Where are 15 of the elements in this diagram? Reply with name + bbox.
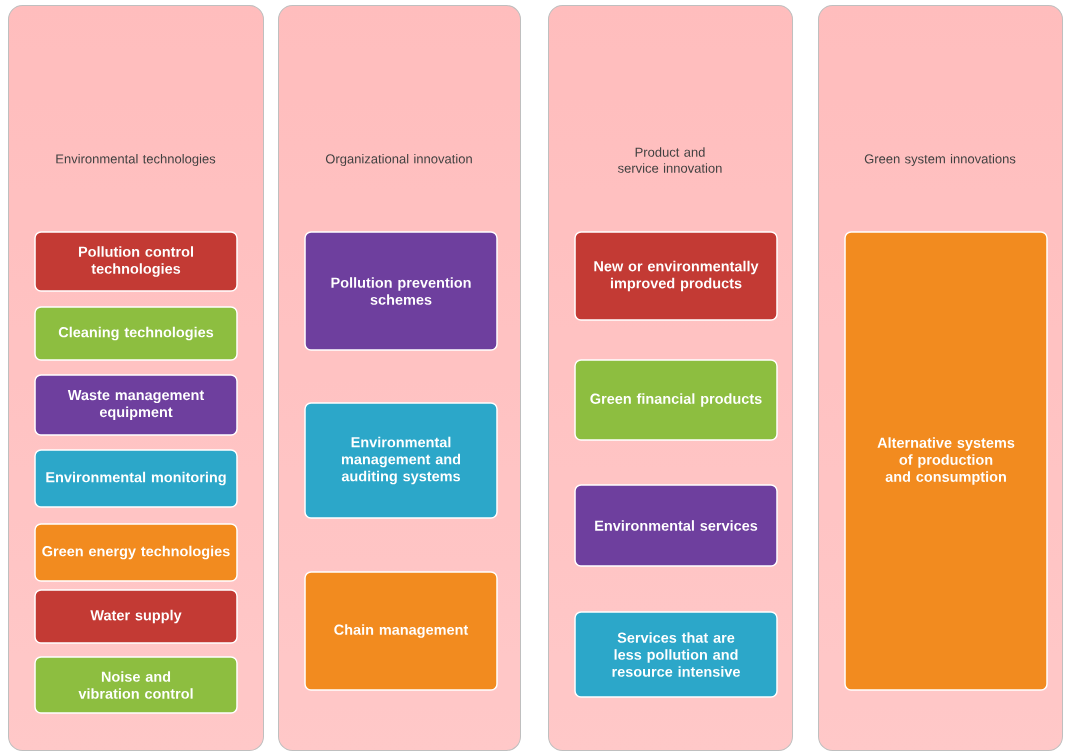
category-box: Pollution prevention schemes xyxy=(304,231,498,351)
category-box: Cleaning technologies xyxy=(34,306,238,361)
category-box: Environmental services xyxy=(574,484,778,567)
category-box: Water supply xyxy=(34,589,238,644)
category-box: Pollution control technologies xyxy=(34,231,238,292)
category-box: New or environmentally improved products xyxy=(574,231,778,321)
category-box: Chain management xyxy=(304,571,498,691)
category-box: Waste management equipment xyxy=(34,374,238,436)
category-box: Environmental management and auditing systems xyxy=(304,402,498,519)
category-box: Alternative systems of production and consumption xyxy=(844,231,1048,691)
category-box: Green energy technologies xyxy=(34,523,238,582)
category-box: Services that are less pollution and resource intensive xyxy=(574,611,778,698)
category-box: Environmental monitoring xyxy=(34,449,238,508)
category-box: Noise and vibration control xyxy=(34,656,238,714)
category-box: Green financial products xyxy=(574,359,778,441)
